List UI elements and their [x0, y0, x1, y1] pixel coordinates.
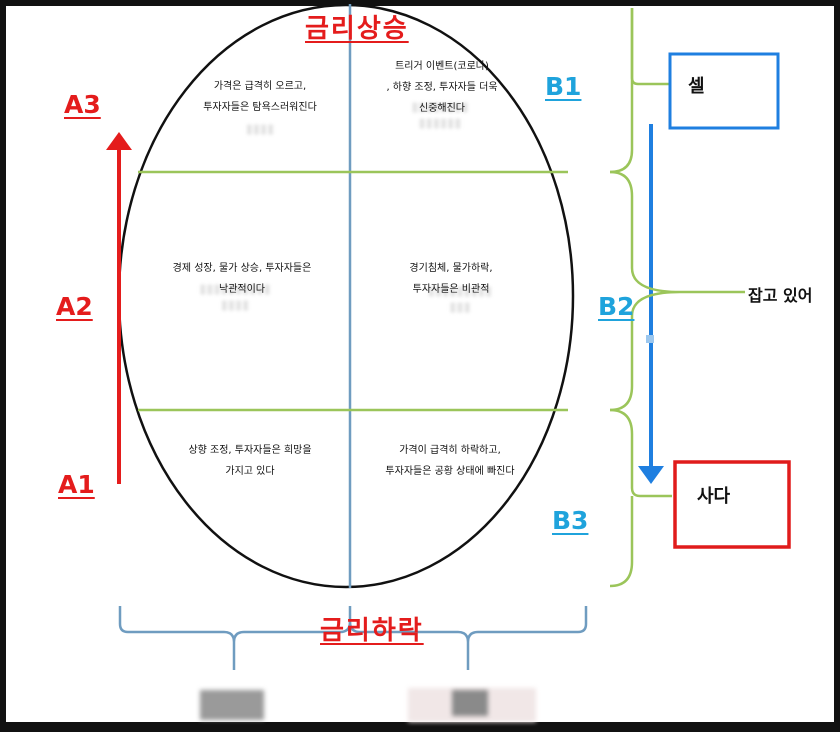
hold-bracket — [609, 170, 745, 412]
arrow-marker — [646, 335, 654, 343]
blurred-image-right — [452, 690, 488, 716]
blurred-image-left — [200, 690, 264, 720]
rate-fall-title: 금리하락 — [320, 616, 424, 646]
rate-rise-title: 금리상승 — [305, 14, 409, 44]
hold-label: 잡고 있어 — [748, 286, 813, 305]
blurred-residue: ▮▮▮▮▮▮▮▮▮▮ ▮▮▮▮ — [199, 282, 271, 313]
bracket-top-segment — [609, 8, 634, 174]
label-a3: A3 — [64, 90, 101, 119]
buy-bracket — [609, 408, 672, 588]
quadrant-bottom-left-text: 상향 조정, 투자자들은 희망을 가지고 있다 — [188, 445, 312, 477]
diagram-canvas — [6, 6, 834, 722]
right-bottom-brace — [348, 606, 588, 670]
arrow-down-icon — [638, 466, 664, 484]
label-b2: B2 — [598, 292, 635, 321]
label-a1: A1 — [58, 470, 95, 499]
sell-bracket-line — [630, 8, 670, 86]
arrow-up-icon — [106, 132, 132, 150]
sell-label: 셀 — [688, 76, 705, 97]
label-a2: A2 — [56, 292, 93, 321]
buy-box — [673, 460, 791, 549]
buy-label: 사다 — [697, 486, 731, 507]
quadrant-top-left-text: 가격은 급격히 오르고, 투자자들은 탐욕스러워진다 — [203, 81, 317, 113]
quadrant-mid-left-text: 경제 성장, 물가 상승, 투자자들은 낙관적이다 — [172, 263, 312, 295]
left-bottom-brace — [118, 606, 352, 670]
quadrant-top-right-text: 트리거 이벤트(코로나) , 하향 조정, 투자자들 더욱 신중해진다 — [386, 61, 498, 114]
quadrant-mid-right-text: 경기침체, 물가하락, 투자자들은 비관적 — [409, 263, 493, 295]
blurred-residue: ▮▮▮▮▮▮▮▮▮ ▮▮▮ — [427, 284, 493, 315]
blurred-residue: ▮▮▮▮▮▮▮▮ ▮▮▮▮▮▮ — [411, 100, 469, 131]
label-b1: B1 — [545, 72, 582, 101]
quadrant-bottom-right-text: 가격이 급격히 하락하고, 투자자들은 공황 상태에 빠진다 — [385, 445, 515, 477]
blurred-residue: ▮▮▮▮ — [245, 122, 275, 137]
sell-box — [668, 52, 780, 130]
label-b3: B3 — [552, 506, 589, 535]
